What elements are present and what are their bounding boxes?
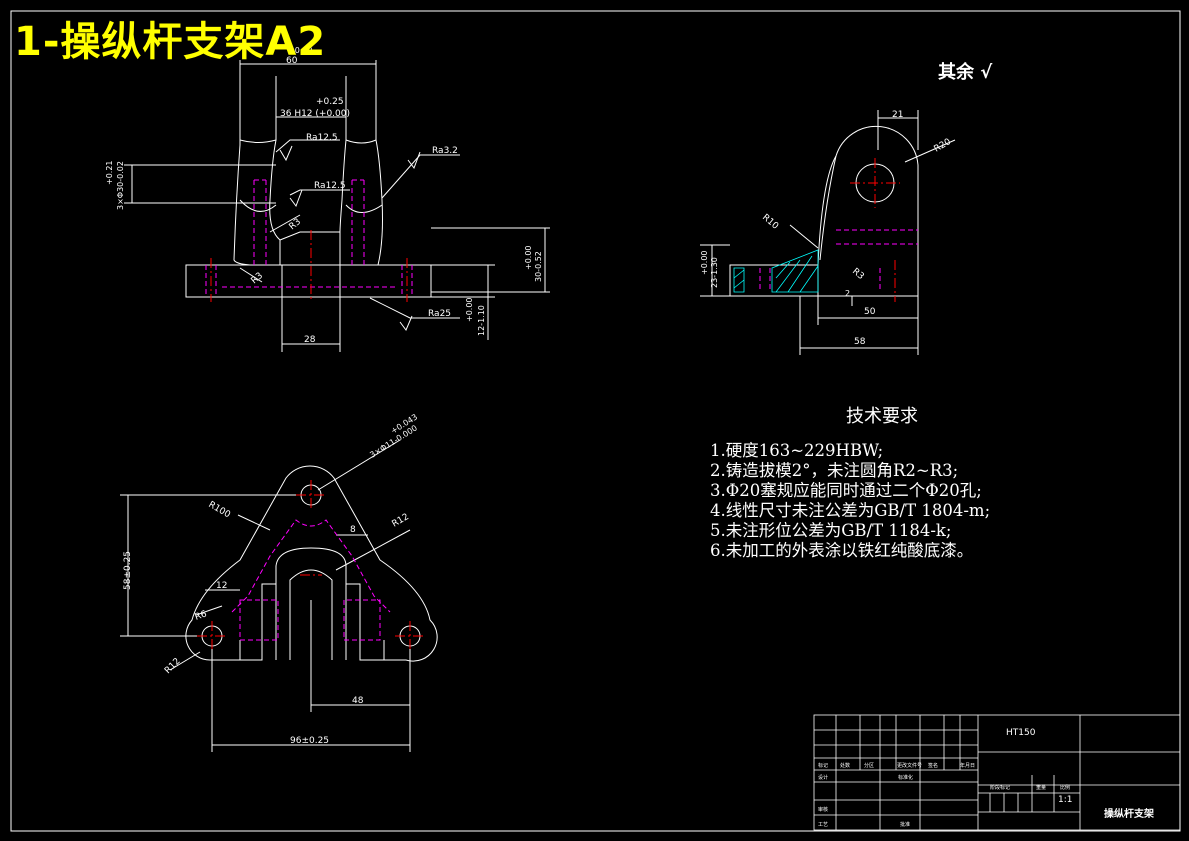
tb-h-9: 重量 — [1036, 784, 1046, 791]
tb-h-11: 审核 — [818, 806, 828, 813]
surface-note: 其余 √ — [938, 58, 992, 84]
tech-req-item: 2.铸造拔模2°，未注圆角R2~R3; — [710, 461, 959, 480]
tech-req-item: 3.Φ20塞规应能同时通过二个Φ20孔; — [710, 481, 982, 500]
dim-base-height: 30-0.52 — [534, 251, 543, 282]
side-dim-gap: 2 — [845, 289, 850, 298]
top-dim-height: 58±0.25 — [123, 551, 133, 590]
roughness-check-icon: √ — [980, 62, 993, 83]
dim-top-tol: +0.00 — [288, 46, 313, 55]
roughness-4: Ra25 — [428, 309, 451, 319]
top-dim-48: 48 — [352, 696, 364, 706]
dim-base-tol: +0.00 — [524, 245, 533, 270]
side-view-hidden — [759, 229, 918, 292]
tb-h-10: 比例 — [1060, 784, 1070, 791]
tb-h-4: 签名 — [928, 762, 938, 769]
front-view-hidden — [205, 179, 413, 297]
dim-base-thk: 12-1.10 — [477, 305, 486, 336]
dimension-labels: 60 +0.00 36 H12 (+0.00) +0.25 3×Φ30-0.02… — [105, 46, 953, 746]
side-dim-fillet2: R3 — [850, 267, 866, 282]
tech-req-list: 1.硬度163~229HBW; 2.铸造拔模2°，未注圆角R2~R3; 3.Φ2… — [710, 441, 990, 561]
tech-req-item: 1.硬度163~229HBW; — [710, 441, 884, 460]
tech-req-title: 技术要求 — [846, 406, 918, 427]
top-dim-12: 12 — [216, 581, 227, 591]
top-dim-r6: R6 — [194, 609, 209, 623]
tb-h-3: 更改文件号 — [897, 762, 922, 769]
tb-h-1: 处数 — [840, 762, 850, 769]
dim-top-width: 60 — [286, 56, 298, 66]
tech-req-item: 5.未注形位公差为GB/T 1184-k; — [710, 521, 952, 540]
side-dim-w2: 58 — [854, 337, 866, 347]
drawing-border — [10, 10, 1181, 832]
tb-h-2: 分区 — [864, 762, 874, 769]
side-dim-top: 21 — [892, 110, 903, 120]
title-block — [813, 714, 1181, 831]
tb-h-0: 标记 — [818, 762, 828, 769]
dim-hole-tol: +0.21 — [105, 160, 114, 185]
title-block-headers: 标记 处数 分区 更改文件号 签名 年月日 设计 标准化 阶段标记 重量 比例 … — [818, 762, 1070, 828]
material-label: HT150 — [1006, 728, 1036, 738]
top-view-hidden — [231, 519, 391, 641]
radius-r3-b: R3 — [250, 271, 266, 286]
top-view-centerlines — [197, 480, 425, 651]
dim-slot-tol: +0.25 — [316, 97, 344, 107]
side-dim-radius: R20 — [933, 137, 954, 155]
roughness-1: Ra12.5 — [306, 133, 338, 143]
side-view-centerlines — [850, 158, 900, 302]
dim-slot-width: 36 H12 (+0.00) — [280, 109, 350, 119]
side-dim-w1: 50 — [864, 307, 876, 317]
dim-hole-height: 3×Φ30-0.02 — [116, 161, 125, 210]
radius-r3-a: R3 — [288, 217, 304, 232]
tech-req-item: 6.未加工的外表涂以铁红纯酸底漆。 — [710, 541, 974, 560]
tb-h-13: 批准 — [900, 821, 910, 828]
tb-h-7: 标准化 — [898, 774, 913, 781]
top-view — [120, 439, 438, 752]
side-view — [700, 110, 956, 355]
top-dim-r100: R100 — [207, 500, 233, 521]
front-view — [124, 60, 550, 352]
scale-label: 1:1 — [1058, 795, 1073, 805]
side-dim-height: 23-1.30 — [710, 257, 719, 288]
side-view-hatch — [733, 249, 819, 293]
tb-h-8: 阶段标记 — [990, 784, 1010, 791]
dim-slot-bottom: 28 — [304, 335, 316, 345]
top-dim-96: 96±0.25 — [290, 736, 329, 746]
side-dim-height-tol: +0.00 — [700, 250, 709, 275]
part-name-label: 操纵杆支架 — [1104, 809, 1154, 820]
top-dim-8: 8 — [350, 525, 356, 535]
top-dim-r12a: R12 — [391, 512, 411, 530]
tech-req-item: 4.线性尺寸未注公差为GB/T 1804-m; — [710, 501, 991, 520]
side-dim-fillet: R10 — [760, 213, 780, 232]
surface-note-label: 其余 — [938, 62, 974, 83]
dim-base-thk-tol: +0.00 — [465, 297, 474, 322]
roughness-3: Ra3.2 — [432, 146, 458, 156]
tb-h-12: 工艺 — [818, 822, 828, 828]
tb-h-5: 年月日 — [960, 762, 975, 769]
roughness-2: Ra12.5 — [314, 181, 346, 191]
tb-h-6: 设计 — [818, 774, 828, 781]
top-dim-r12b: R12 — [163, 657, 183, 677]
drawing-title: 1-操纵杆支架A2 — [14, 19, 327, 65]
front-view-centerlines — [210, 230, 408, 302]
